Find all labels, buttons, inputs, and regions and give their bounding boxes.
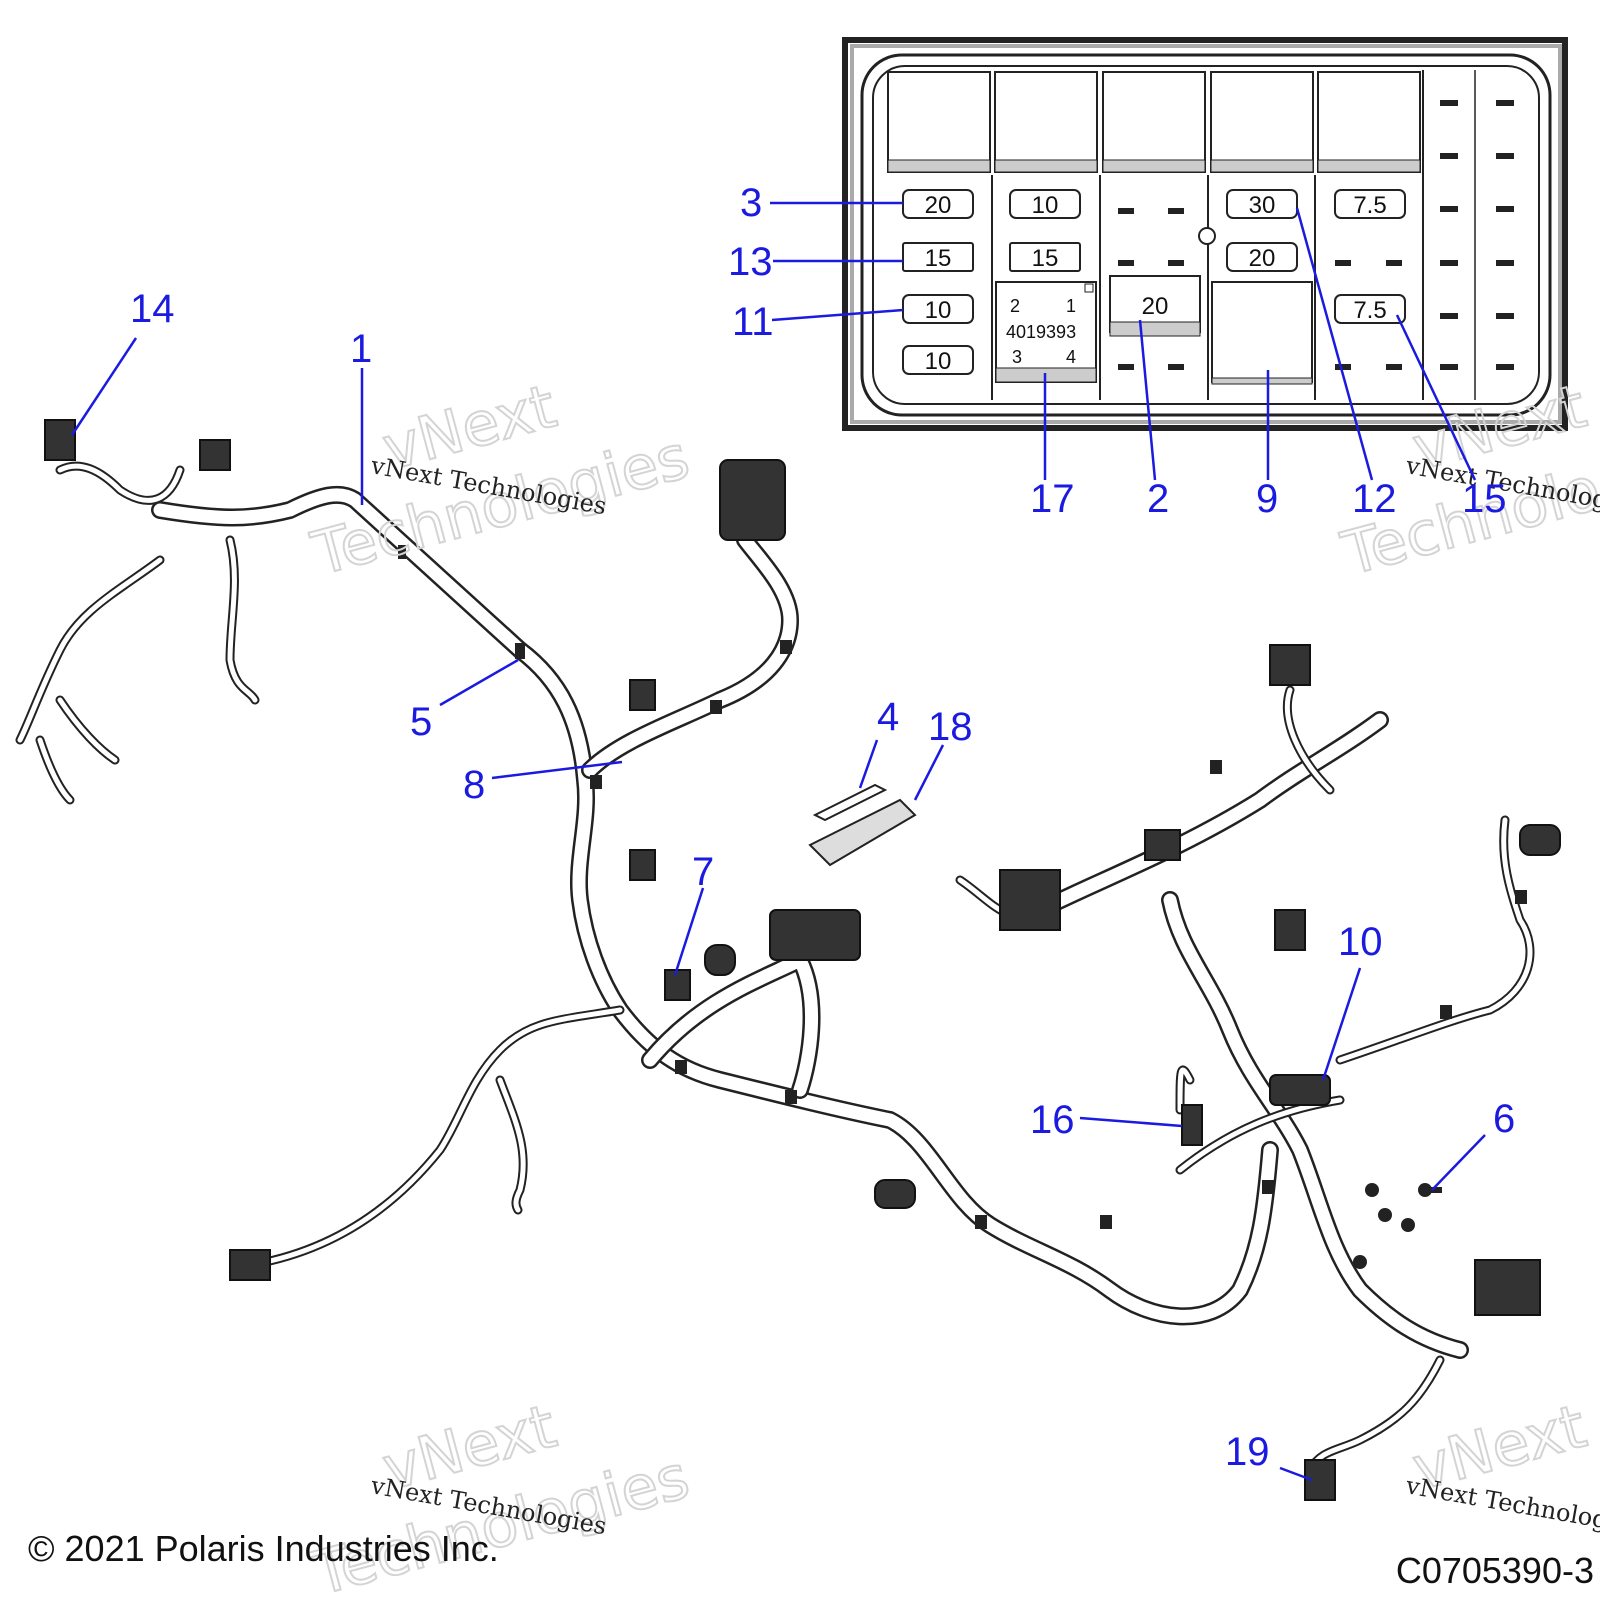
callout-7: 7 [692,850,714,894]
callout-numbers: 1 2 3 4 5 6 7 8 9 10 11 12 13 14 15 16 1… [130,181,1515,1474]
connector [1274,909,1306,951]
callout-14: 14 [130,287,175,331]
fuse-rating: 10 [925,297,952,324]
label-pad-4 [812,783,888,822]
fuse-rating: 15 [925,245,952,272]
fuse-r2c4: 20 [1226,242,1298,272]
callout-16: 16 [1030,1098,1075,1142]
callout-5: 5 [410,700,432,744]
callout-6: 6 [1493,1097,1515,1141]
callout-2: 2 [1147,477,1169,521]
watermark: vNext Technologies vNext Technologies vN… [304,371,1600,1600]
fuse-cover-18 [808,798,917,867]
fuse-rating: 7.5 [1353,297,1386,324]
connector [1144,829,1181,861]
fuse-rating: 20 [1249,245,1276,272]
callout-15: 15 [1462,477,1507,521]
harness-clips [398,545,1527,1229]
breaker-2: 20 [1109,275,1201,337]
connector-pair [1474,1259,1541,1316]
fuse-r1c2: 10 [1009,189,1081,219]
branch-wires [15,461,1535,1475]
callout-9: 9 [1256,477,1278,521]
screws-6 [1353,1183,1442,1269]
fuse-r2c1: 15 [902,242,974,272]
callout-1: 1 [350,327,372,371]
fuse-r1c1: 20 [902,189,974,219]
connector [704,944,736,976]
relay-pin-label: 4 [1066,347,1076,367]
callout-10: 10 [1338,920,1383,964]
fuse-r2c2: 15 [1009,242,1081,272]
connector-16 [1181,1104,1203,1146]
fuse-r1c5: 7.5 [1334,189,1406,219]
connector-top-block [719,459,786,541]
connector [1269,644,1311,686]
connector-7 [664,969,691,1001]
fuse-r4c1: 10 [902,345,974,375]
fuse-rating: 10 [925,348,952,375]
callout-8: 8 [463,763,485,807]
callout-leaders [70,201,1486,1482]
fuse-rating: 30 [1249,192,1276,219]
fuse-box-inset: 20 10 30 7.5 15 15 20 10 [842,37,1568,431]
relay-part-number: 4019393 [1006,322,1076,342]
callout-18: 18 [928,705,973,749]
relay-17: 2 1 4019393 3 4 [995,281,1097,383]
relay-pin-label: 3 [1012,347,1022,367]
callout-12: 12 [1352,477,1397,521]
connector [629,849,656,881]
callout-19: 19 [1225,1430,1270,1474]
copyright-notice: © 2021 Polaris Industries Inc. [28,1528,499,1569]
connector [229,1249,271,1281]
drawing-code: C0705390-3 [1395,1550,1594,1591]
connector [1519,824,1561,856]
callout-4: 4 [877,695,899,739]
fuse-rating: 20 [925,192,952,219]
relay-pin-label: 1 [1066,296,1076,316]
fuse-rating: 7.5 [1353,192,1386,219]
bracket-10 [1269,1074,1331,1106]
fuse-block [769,909,861,961]
fuse-rating: 15 [1032,245,1059,272]
fuse-rating: 10 [1032,192,1059,219]
connectors [44,419,1561,1501]
fuse-r3c5: 7.5 [1334,294,1406,324]
connector-14 [44,419,76,461]
relay-9 [1211,281,1313,385]
relay-pin-label: 2 [1010,296,1020,316]
callout-13: 13 [728,240,773,284]
connector-19 [1304,1459,1336,1501]
connector-pair [999,869,1061,931]
fuse-r3c1: 10 [902,294,974,324]
fuse-r1c4: 30 [1226,189,1298,219]
callout-11: 11 [732,300,774,344]
connector [199,439,231,471]
breaker-rating: 20 [1142,293,1169,320]
callout-17: 17 [1030,477,1075,521]
connector [874,1179,916,1209]
connector [629,679,656,711]
callout-3: 3 [740,181,762,225]
